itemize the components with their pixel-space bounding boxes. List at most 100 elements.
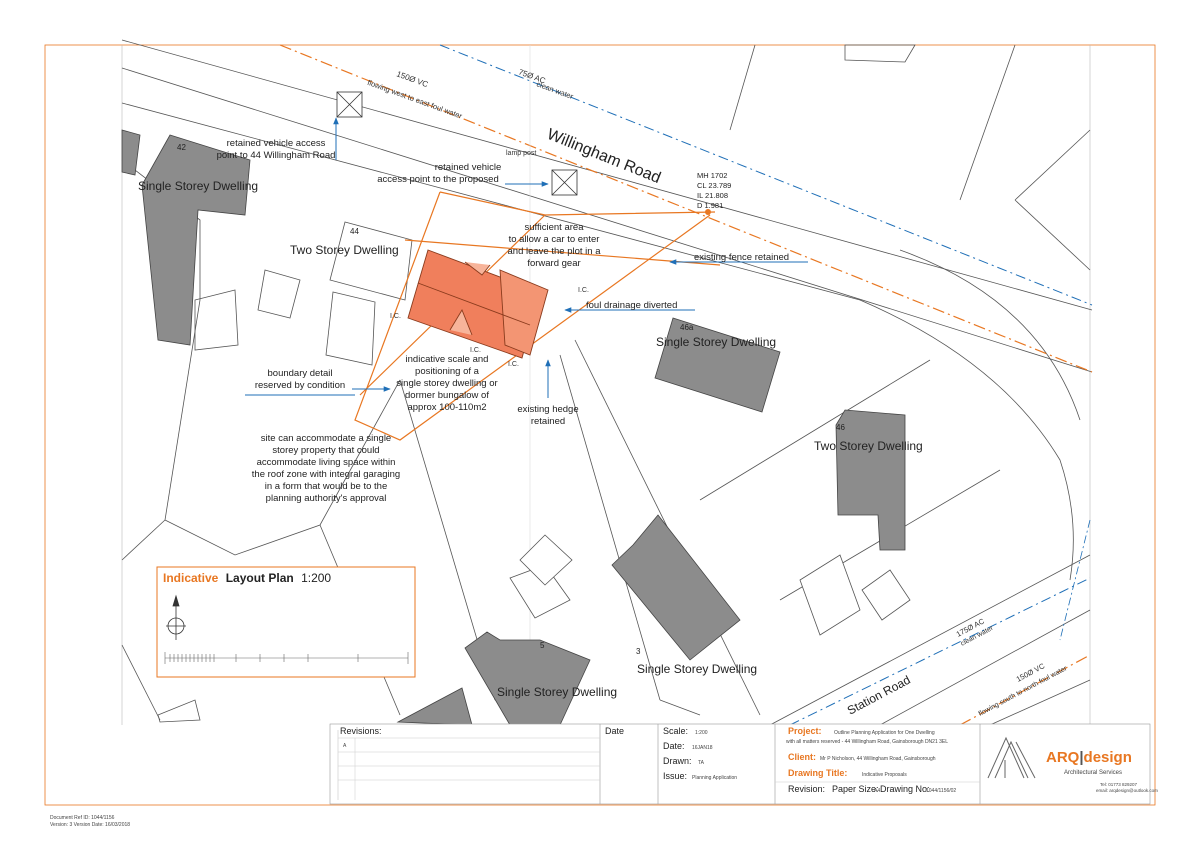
- foul-water-line-top: [279, 44, 1093, 373]
- svg-text:approx 100-110m2: approx 100-110m2: [407, 402, 486, 413]
- foul-top-size: 150Ø VC: [395, 69, 429, 89]
- svg-text:access point to the proposed: access point to the proposed: [377, 174, 498, 185]
- svg-text:MH 1702: MH 1702: [697, 171, 727, 180]
- client-label: Client:: [788, 752, 816, 762]
- building-5-number: 5: [540, 641, 545, 650]
- building-46-label: Two Storey Dwelling: [814, 439, 923, 453]
- scale-value: 1:200: [695, 730, 708, 736]
- sheet-border: [44, 44, 1156, 806]
- proposed-dwelling: [407, 249, 549, 359]
- north-arrow-icon: [166, 594, 186, 640]
- svg-text:I.C.: I.C.: [390, 313, 401, 320]
- issue-value: Planning Application: [692, 775, 737, 781]
- paper-size-label: Paper Size:: [832, 784, 879, 794]
- building-46a-label: Single Storey Dwelling: [656, 335, 776, 349]
- building-5: [464, 631, 591, 726]
- drawn-label: Drawn:: [663, 756, 692, 766]
- document-ref: Document Ref ID: 1044/1156: [50, 815, 115, 821]
- svg-text:storey property that could: storey property that could: [272, 445, 379, 456]
- svg-text:point to 44 Willingham Road: point to 44 Willingham Road: [217, 150, 336, 161]
- svg-text:the roof zone with integral ga: the roof zone with integral garaging: [252, 469, 400, 480]
- annotation-access-proposed: retained vehicle access point to the pro…: [377, 162, 501, 185]
- building-46: [835, 409, 906, 551]
- building-46a: [654, 317, 781, 413]
- annotation-indicative: indicative scale and positioning of a si…: [396, 354, 497, 413]
- paper-size-value: A4: [874, 788, 880, 794]
- drawing-no-value: 1044/1156/02: [926, 788, 956, 794]
- svg-text:D 1.981: D 1.981: [697, 201, 723, 210]
- scale-bar-icon: [164, 652, 409, 664]
- date-field-label: Date:: [663, 741, 685, 751]
- willingham-road-lines: [121, 39, 1093, 581]
- building-labels: 42 Single Storey Dwelling 44 Two Storey …: [138, 143, 923, 699]
- layout-title-black: Layout Plan: [226, 571, 294, 585]
- annotation-sufficient-area: sufficient area to allow a car to enter …: [508, 222, 602, 269]
- svg-text:indicative scale and: indicative scale and: [406, 354, 489, 365]
- project-label: Project:: [788, 726, 822, 736]
- revision-letter: A: [343, 743, 347, 749]
- building-42: [141, 134, 251, 346]
- svg-text:sufficient area: sufficient area: [525, 222, 585, 233]
- annotation-hedge: existing hedge retained: [517, 404, 578, 427]
- annotation-fence: existing fence retained: [694, 252, 789, 263]
- contact-phone: Tel: 01773 829207: [1100, 782, 1138, 787]
- clean-water-line-right: [1059, 519, 1091, 641]
- building-44: [329, 221, 413, 301]
- arq-logo-icon: [987, 736, 1036, 779]
- drawing-no-label: Drawing No:: [880, 784, 930, 794]
- svg-text:retained vehicle: retained vehicle: [435, 162, 502, 173]
- svg-text:retained vehicle access: retained vehicle access: [227, 138, 326, 149]
- annotation-drainage: foul drainage diverted: [586, 300, 677, 311]
- building-44-label: Two Storey Dwelling: [290, 243, 399, 257]
- brand-subtitle: Architectural Services: [1064, 770, 1122, 776]
- annotation-access44: retained vehicle access point to 44 Will…: [217, 138, 336, 161]
- layout-scale: 1:200: [301, 571, 331, 585]
- building-42-label: Single Storey Dwelling: [138, 179, 258, 193]
- drawing-title-value: Indicative Proposals: [862, 772, 907, 778]
- svg-text:CL 23.789: CL 23.789: [697, 181, 731, 190]
- client-value: Mr P Nicholson, 44 Willingham Road, Gain…: [820, 756, 936, 762]
- svg-text:retained: retained: [531, 416, 565, 427]
- svg-text:existing hedge: existing hedge: [517, 404, 578, 415]
- document-version: Version: 3 Version Date: 16/03/2018: [50, 822, 130, 828]
- title-block: Revisions: A Date Scale: 1:200 Date: 16J…: [329, 723, 1158, 805]
- building-42-number: 42: [177, 143, 186, 152]
- building-5-label: Single Storey Dwelling: [497, 685, 617, 699]
- existing-buildings: [141, 134, 906, 726]
- clean-water-line-bottom: [789, 577, 1091, 726]
- contact-email: email: arqdesign@outlook.com: [1096, 788, 1158, 793]
- svg-text:reserved by condition: reserved by condition: [255, 380, 345, 391]
- drawing-title-label: Drawing Title:: [788, 768, 847, 778]
- scale-label: Scale:: [663, 726, 688, 736]
- clean-water-line-top: [439, 44, 1093, 306]
- svg-text:positioning of a: positioning of a: [415, 366, 480, 377]
- clean-top-desc: clean water: [535, 79, 575, 101]
- svg-text:to allow a car to enter: to allow a car to enter: [509, 234, 600, 245]
- svg-text:and leave the plot in a: and leave the plot in a: [508, 246, 602, 257]
- svg-text:I.C.: I.C.: [578, 287, 589, 294]
- svg-text:planning authority's approval: planning authority's approval: [266, 493, 387, 504]
- outbuildings: [325, 221, 911, 636]
- svg-text:in a form that would be to the: in a form that would be to the: [265, 481, 388, 492]
- drawn-value: TA: [698, 760, 705, 766]
- building-3-label: Single Storey Dwelling: [637, 662, 757, 676]
- revision-field-label: Revision:: [788, 784, 825, 794]
- project-value-2: with all matters reserved - 44 Willingha…: [786, 739, 948, 745]
- building-bottom-left: [396, 687, 473, 726]
- svg-text:dormer bungalow of: dormer bungalow of: [405, 390, 489, 401]
- layout-title-orange: Indicative: [163, 571, 219, 585]
- revisions-label: Revisions:: [340, 726, 382, 736]
- access-crossings: [336, 91, 578, 196]
- annotation-boundary: boundary detail reserved by condition: [255, 368, 345, 391]
- svg-text:site can accommodate a single: site can accommodate a single: [261, 433, 391, 444]
- svg-text:boundary detail: boundary detail: [268, 368, 333, 379]
- layout-plan-box: Indicative Layout Plan 1:200: [156, 566, 416, 678]
- manhole-details: MH 1702 CL 23.789 IL 21.808 D 1.981: [697, 171, 731, 210]
- date-col-label: Date: [605, 726, 624, 736]
- station-road-lines: [769, 554, 1091, 726]
- issue-label: Issue:: [663, 771, 687, 781]
- annotation-leaders: [245, 117, 808, 398]
- building-46a-number: 46a: [680, 323, 694, 332]
- annotation-site: site can accommodate a single storey pro…: [252, 433, 400, 504]
